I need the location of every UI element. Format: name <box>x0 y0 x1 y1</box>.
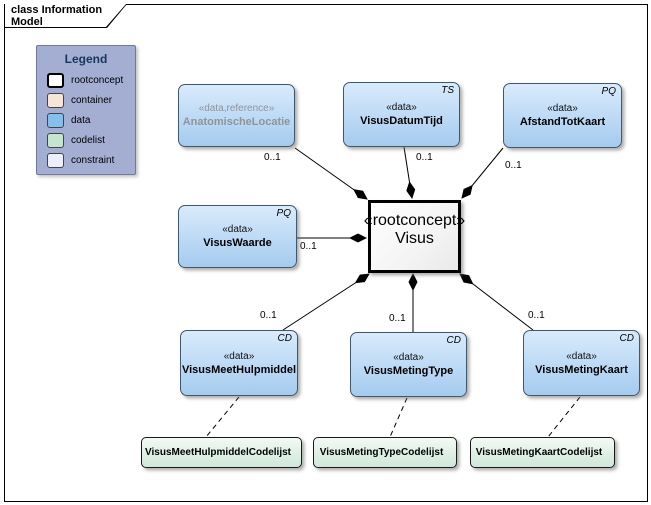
multiplicity-label: 0..1 <box>416 152 433 163</box>
legend-item-container: container <box>47 92 135 108</box>
stereotype-label: «rootconcept» <box>363 212 466 229</box>
multiplicity-label: 0..1 <box>528 310 545 321</box>
datatype-tag: CD <box>446 335 461 346</box>
composition-visusmeethulpmiddel <box>282 273 370 331</box>
codelist-visusmetingtypecodelijst[interactable]: VisusMetingTypeCodelijst <box>313 437 457 468</box>
data-swatch <box>47 112 64 128</box>
class-anatomischelocatie[interactable]: «data,reference» AnatomischeLocatie <box>178 84 295 147</box>
class-name: VisusMetingKaart <box>535 363 628 376</box>
class-visusmetingtype[interactable]: CD «data» VisusMetingType <box>350 332 467 397</box>
class-visusdatumtijd[interactable]: TS «data» VisusDatumTijd <box>343 82 460 147</box>
class-name: VisusDatumTijd <box>360 115 443 127</box>
dependency-meethulpmiddel-codelijst <box>205 396 240 438</box>
container-swatch <box>47 92 64 108</box>
rootconcept-swatch <box>47 72 64 88</box>
stereotype-label: «data,reference» <box>198 103 275 114</box>
stereotype-label: «data» <box>222 224 253 235</box>
stereotype-label: «data» <box>393 352 424 363</box>
codelist-swatch <box>47 132 64 148</box>
stereotype-label: «data» <box>547 103 578 114</box>
legend-label: constraint <box>71 154 115 166</box>
codelist-name: VisusMetingKaartCodelijst <box>475 447 603 458</box>
constraint-swatch <box>47 152 64 168</box>
dependency-metingtype-codelijst <box>389 397 408 438</box>
class-visuswaarde[interactable]: PQ «data» VisusWaarde <box>178 205 297 268</box>
class-afstandtotkaart[interactable]: PQ «data» AfstandTotKaart <box>503 83 622 148</box>
legend-title: Legend <box>64 52 108 66</box>
class-name: VisusWaarde <box>203 237 272 249</box>
multiplicity-label: 0..1 <box>264 152 281 163</box>
codelist-visusmetingkaartcodelijst[interactable]: VisusMetingKaartCodelijst <box>470 437 615 468</box>
datatype-tag: PQ <box>276 208 291 219</box>
diagram-title-tab: class Information Model <box>4 4 127 28</box>
composition-visusdatumtijd <box>403 146 416 199</box>
class-visusmeethulpmiddel[interactable]: CD «data» VisusMeetHulpmiddel <box>180 330 298 396</box>
diagram-title: class Information Model <box>5 4 126 27</box>
composition-visusmetingkaart <box>459 273 534 331</box>
multiplicity-label: 0..1 <box>505 160 522 171</box>
legend-item-constraint: constraint <box>47 152 135 168</box>
datatype-tag: PQ <box>601 86 616 97</box>
legend-item-data: data <box>47 112 135 128</box>
legend-label: container <box>71 94 113 106</box>
diagram-frame <box>4 4 648 502</box>
class-name: VisusMeetHulpmiddel <box>181 363 297 376</box>
legend-item-rootconcept: rootconcept <box>47 72 135 88</box>
multiplicity-label: 0..1 <box>389 313 406 324</box>
legend-label: codelist <box>71 134 105 146</box>
stereotype-label: «data» <box>386 102 417 113</box>
datatype-tag: CD <box>277 333 292 344</box>
stereotype-label: «data» <box>223 350 255 362</box>
legend-item-codelist: codelist <box>47 132 135 148</box>
datatype-tag: CD <box>619 333 634 344</box>
composition-anatomischelocatie <box>294 147 368 200</box>
class-name: AfstandTotKaart <box>519 116 606 128</box>
legend-label: rootconcept <box>71 74 124 86</box>
class-visusmetingkaart[interactable]: CD «data» VisusMetingKaart <box>523 330 640 396</box>
codelist-name: VisusMeetHulpmiddelCodelijst <box>145 447 291 458</box>
multiplicity-label: 0..1 <box>300 241 317 252</box>
multiplicity-label: 0..1 <box>260 310 277 321</box>
stereotype-label: «data» <box>566 350 597 362</box>
class-name: AnatomischeLocatie <box>182 116 291 128</box>
class-name: Visus <box>395 230 434 247</box>
legend-panel: Legend rootconcept container data codeli… <box>36 45 136 175</box>
composition-afstandtotkaart <box>461 147 504 199</box>
legend-label: data <box>71 114 91 126</box>
codelist-name: VisusMetingTypeCodelijst <box>319 447 444 458</box>
codelist-visusmeethulpmiddelcodelijst[interactable]: VisusMeetHulpmiddelCodelijst <box>141 437 302 468</box>
class-visus-rootconcept[interactable]: «rootconcept» Visus <box>364 200 465 273</box>
datatype-tag: TS <box>441 85 454 96</box>
dependency-metingkaart-codelijst <box>547 396 581 438</box>
class-name: VisusMetingType <box>363 365 454 377</box>
